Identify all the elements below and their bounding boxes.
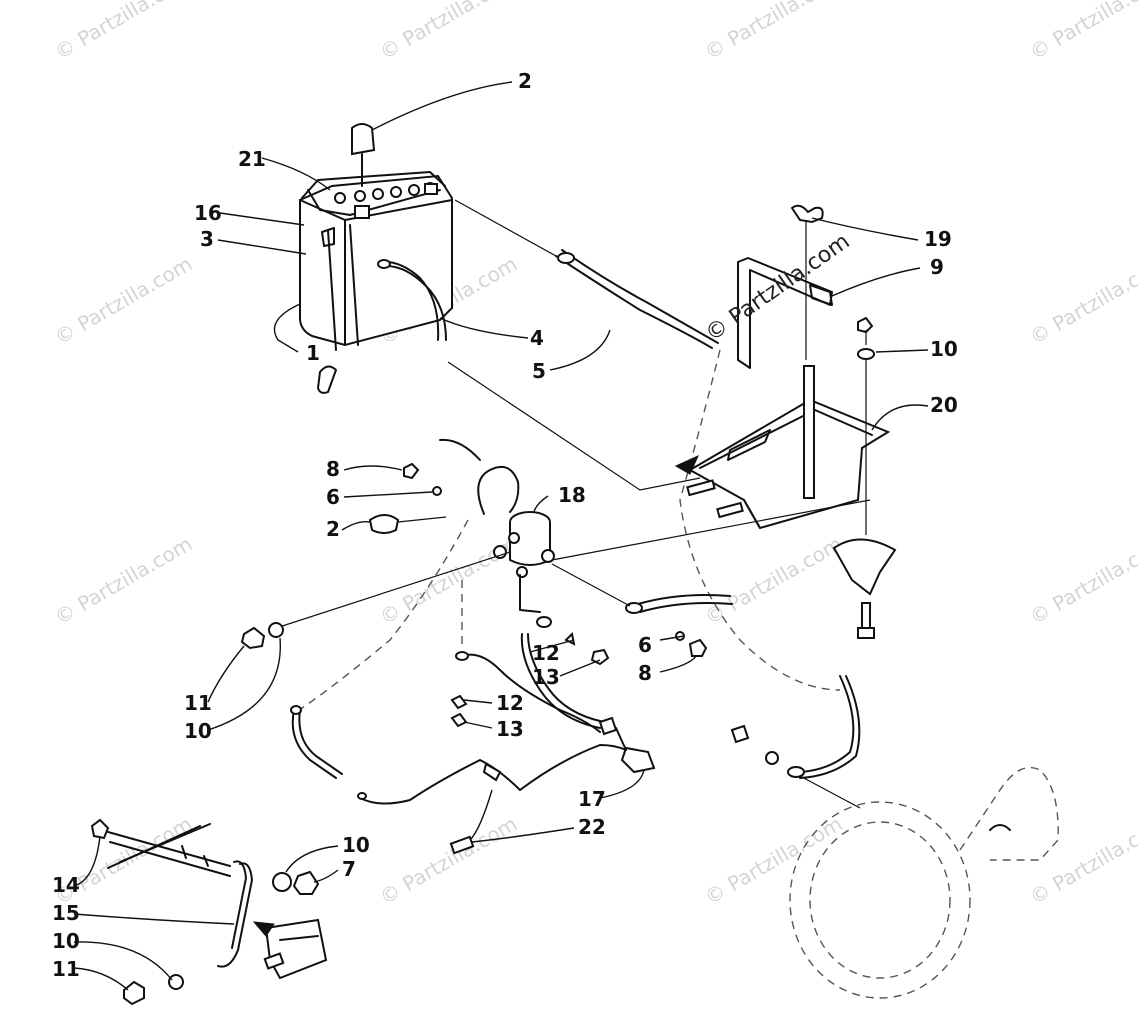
callout-label: 8 bbox=[326, 457, 340, 481]
battery bbox=[299, 171, 453, 394]
cable-left-lower bbox=[291, 709, 337, 779]
callout-label: 12 bbox=[532, 641, 560, 665]
watermark: © Partzilla.com bbox=[51, 251, 197, 349]
direction-arrow bbox=[674, 455, 699, 475]
callout-labels: 2 21 16 3 1 4 5 19 9 10 20 8 6 18 2 12 1… bbox=[52, 69, 958, 981]
callout-label: 11 bbox=[52, 957, 80, 981]
wire-harness bbox=[357, 574, 656, 805]
pin bbox=[449, 835, 475, 855]
callout-label: 2 bbox=[518, 69, 532, 93]
battery-tray bbox=[687, 365, 891, 530]
watermark: © Partzilla.com bbox=[1026, 811, 1138, 909]
washer-left bbox=[268, 622, 284, 638]
callout-label: 3 bbox=[200, 227, 214, 251]
callout-label: 13 bbox=[532, 665, 560, 689]
leader-lines bbox=[73, 81, 929, 991]
watermark: © Partzilla.com bbox=[376, 811, 522, 909]
linkage-lower-left bbox=[90, 818, 328, 1006]
callout-label: 2 bbox=[326, 517, 340, 541]
watermark: © Partzilla.com bbox=[701, 0, 847, 64]
watermark: © Partzilla.com bbox=[701, 811, 847, 909]
callout-label: 5 bbox=[532, 359, 546, 383]
callout-label: 8 bbox=[638, 661, 652, 685]
callout-label: 10 bbox=[52, 929, 80, 953]
callout-label: 10 bbox=[930, 337, 958, 361]
callout-label: 15 bbox=[52, 901, 80, 925]
callout-label: 17 bbox=[578, 787, 606, 811]
callout-label: 21 bbox=[238, 147, 266, 171]
callout-label: 19 bbox=[924, 227, 952, 251]
nut-left bbox=[240, 626, 266, 650]
callout-label: 12 bbox=[496, 691, 524, 715]
wing-nut bbox=[790, 204, 824, 224]
callout-label: 11 bbox=[184, 691, 212, 715]
battery-bracket bbox=[737, 257, 833, 369]
starter-cable bbox=[799, 675, 855, 773]
callout-label: 6 bbox=[638, 633, 652, 657]
callout-label: 10 bbox=[184, 719, 212, 743]
callout-label: 13 bbox=[496, 717, 524, 741]
watermark-layer: © Partzilla.com © Partzilla.com © Partzi… bbox=[51, 0, 1138, 909]
mount-hardware-right bbox=[832, 316, 897, 639]
ground-line bbox=[447, 361, 701, 491]
battery-cable-short-2 bbox=[385, 265, 447, 341]
watermark: © Partzilla.com bbox=[701, 531, 847, 629]
dashed-cable-path bbox=[679, 349, 841, 691]
cable-lower-right bbox=[637, 594, 731, 605]
battery-cable-short bbox=[379, 260, 440, 341]
tray-studs bbox=[686, 479, 744, 519]
callout-label: 10 bbox=[342, 833, 370, 857]
battery-cable-long bbox=[555, 255, 713, 349]
starter-housing bbox=[789, 766, 1059, 999]
callout-label: 7 bbox=[342, 857, 356, 881]
callout-label: 1 bbox=[306, 341, 320, 365]
callout-label: 4 bbox=[530, 326, 544, 350]
callout-label: 14 bbox=[52, 873, 80, 897]
solenoid-cable-upper bbox=[477, 466, 520, 515]
watermark: © Partzilla.com bbox=[51, 0, 197, 64]
callout-label: 18 bbox=[558, 483, 586, 507]
watermark: © Partzilla.com bbox=[1026, 251, 1138, 349]
watermark: © Partzilla.com bbox=[376, 0, 522, 64]
callout-label: 9 bbox=[930, 255, 944, 279]
watermark: © Partzilla.com bbox=[51, 531, 197, 629]
callout-label: 16 bbox=[194, 201, 222, 225]
callout-label: 22 bbox=[578, 815, 606, 839]
nut bbox=[688, 638, 708, 657]
watermark-overlay: © Partzilla.com bbox=[701, 229, 854, 347]
solenoid bbox=[493, 511, 555, 578]
callout-label: 20 bbox=[930, 393, 958, 417]
vent-cap bbox=[351, 123, 376, 187]
callout-label: 6 bbox=[326, 485, 340, 509]
watermark: © Partzilla.com bbox=[1026, 531, 1138, 629]
watermark: © Partzilla.com bbox=[1026, 0, 1138, 64]
